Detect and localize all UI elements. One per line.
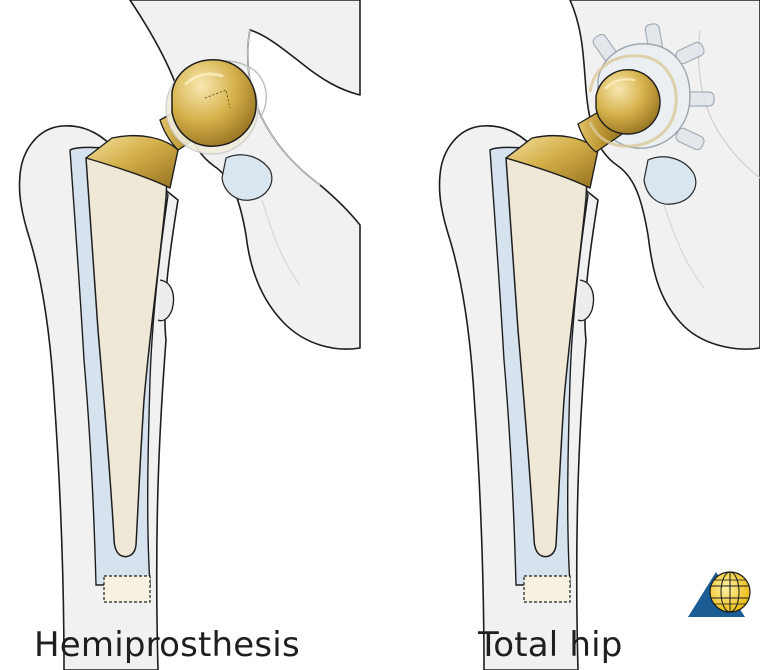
caption-hemiprosthesis: Hemiprosthesis — [34, 622, 300, 668]
prosthetic-head — [166, 60, 258, 154]
caption-total-hip: Total hip — [478, 622, 623, 668]
cement-plug — [524, 576, 570, 602]
total-hip-illustration — [439, 0, 760, 670]
globe-triangle-logo — [688, 572, 750, 617]
hemiprosthesis-illustration — [19, 0, 360, 670]
cement-plug — [104, 576, 150, 602]
